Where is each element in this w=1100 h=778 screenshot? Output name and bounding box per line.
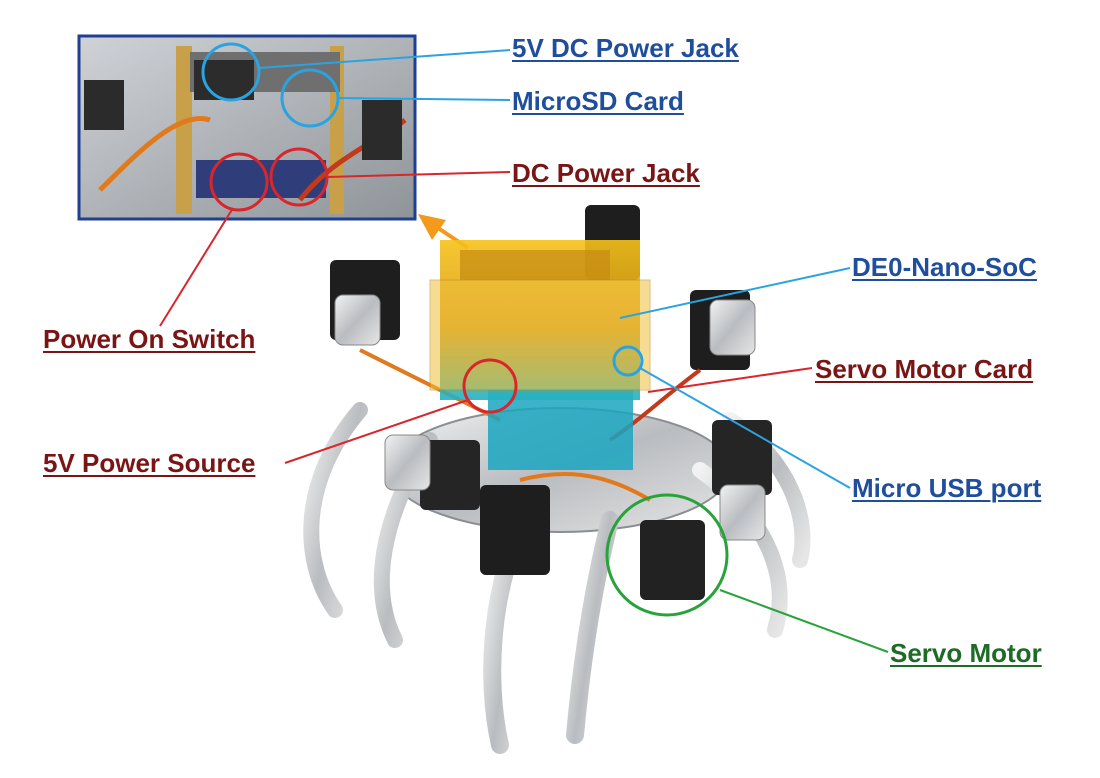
inset-closeup-photo (77, 34, 417, 221)
label-micro-usb-port: Micro USB port (852, 473, 1042, 503)
leader-de0 (619, 267, 851, 319)
leader-5v-dc-jack (258, 49, 511, 69)
leader-servo-motor (719, 589, 889, 653)
label-5v-dc-power-jack: 5V DC Power Jack (512, 33, 739, 63)
label-microsd-card: MicroSD Card (512, 86, 684, 116)
leader-dc-jack (326, 171, 511, 178)
inset-switch-marker (209, 152, 269, 212)
leader-micro-usb (639, 367, 851, 489)
label-servo-motor: Servo Motor (890, 638, 1042, 668)
leader-power-switch (159, 207, 234, 327)
label-5v-power-source: 5V Power Source (43, 448, 256, 478)
servo-marker (605, 493, 729, 617)
leader-5v-source (284, 399, 469, 464)
leader-microsd (337, 97, 511, 101)
inset-5v-jack-marker (201, 42, 261, 102)
leader-servo-card (647, 367, 813, 393)
usb-marker (612, 345, 644, 377)
label-power-on-switch: Power On Switch (43, 324, 256, 354)
label-dc-power-jack: DC Power Jack (512, 158, 700, 188)
switch-marker (462, 358, 518, 414)
label-servo-motor-card: Servo Motor Card (815, 354, 1034, 384)
hexapod-robot (303, 205, 811, 754)
label-de0-nano-soc: DE0-Nano-SoC (852, 252, 1037, 282)
